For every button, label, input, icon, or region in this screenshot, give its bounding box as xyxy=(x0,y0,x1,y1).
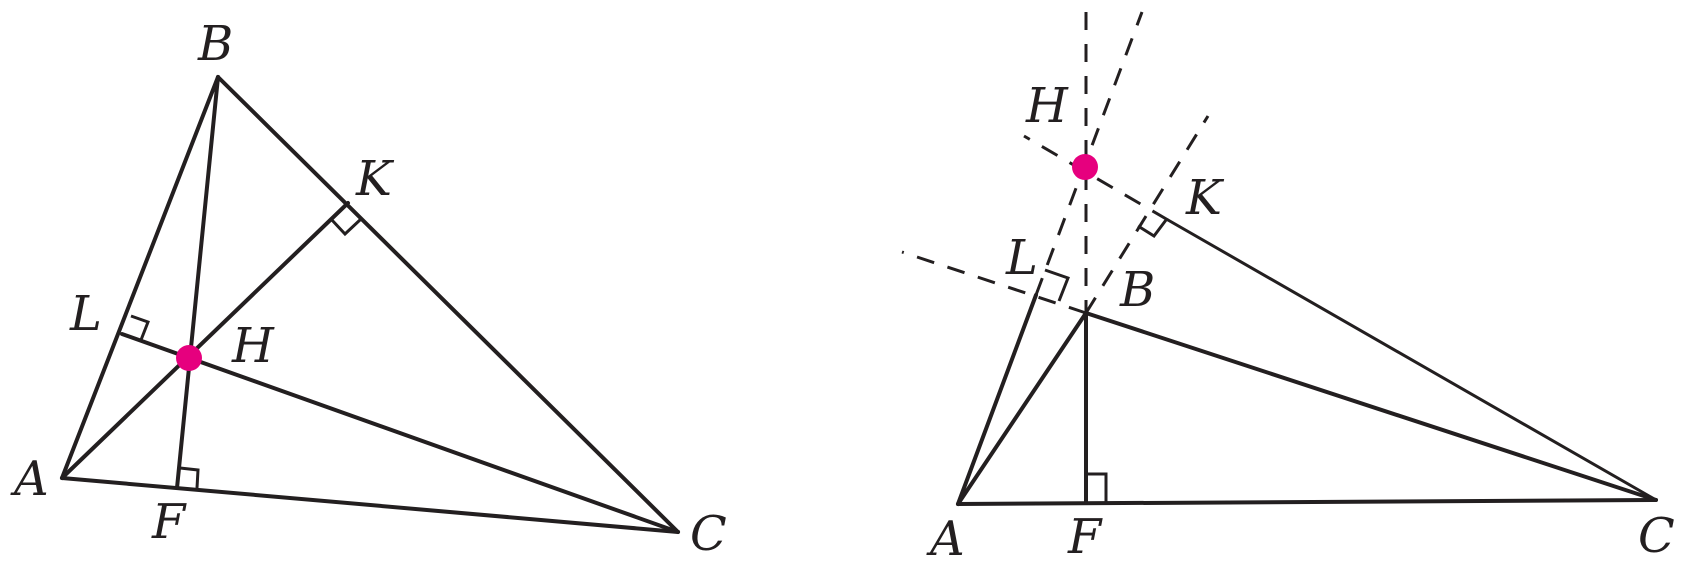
vertex-label-a: A xyxy=(10,451,49,507)
orthocenter-point xyxy=(176,345,202,371)
side-bc xyxy=(1084,311,1658,502)
altitude-c-k xyxy=(1166,218,1658,502)
orthocenter-label-h: H xyxy=(231,318,275,374)
foot-label-f: F xyxy=(1067,509,1103,565)
side-ab xyxy=(60,75,220,480)
vertex-label-a: A xyxy=(926,511,965,566)
foot-label-l: L xyxy=(1005,230,1038,286)
altitude-b-f xyxy=(175,75,220,490)
altitude-extension-c xyxy=(1023,134,1169,222)
vertex-label-b: B xyxy=(197,16,233,72)
right-angle-mark-k xyxy=(329,217,363,237)
side-ca xyxy=(60,476,680,534)
foot-label-l: L xyxy=(69,286,102,342)
foot-label-f: F xyxy=(151,494,187,550)
side-ca xyxy=(956,498,1658,506)
orthocenter-label-h: H xyxy=(1025,78,1069,134)
altitude-a-k xyxy=(60,201,350,480)
right-angle-mark-f xyxy=(179,466,200,489)
right-angle-mark-l xyxy=(1044,268,1070,302)
altitude-a-l xyxy=(956,293,1038,506)
foot-label-k: K xyxy=(355,151,395,207)
orthocenter-point xyxy=(1072,154,1098,180)
right-angle-mark-k xyxy=(1137,219,1168,239)
panel-acute: B K L H A F C xyxy=(10,16,727,562)
altitude-c-l xyxy=(120,332,680,534)
vertex-label-b: B xyxy=(1119,262,1155,318)
side-extension-ab xyxy=(1084,115,1210,314)
foot-label-k: K xyxy=(1185,170,1225,226)
vertex-label-c: C xyxy=(690,506,727,562)
vertex-label-c: C xyxy=(1638,508,1675,564)
right-angle-mark-f xyxy=(1086,472,1108,502)
side-bc xyxy=(216,75,680,534)
side-ab xyxy=(956,311,1088,506)
side-extension-bc xyxy=(901,250,1087,315)
panel-obtuse: H K L B A F C xyxy=(901,11,1675,566)
right-angle-mark-l xyxy=(130,314,150,341)
